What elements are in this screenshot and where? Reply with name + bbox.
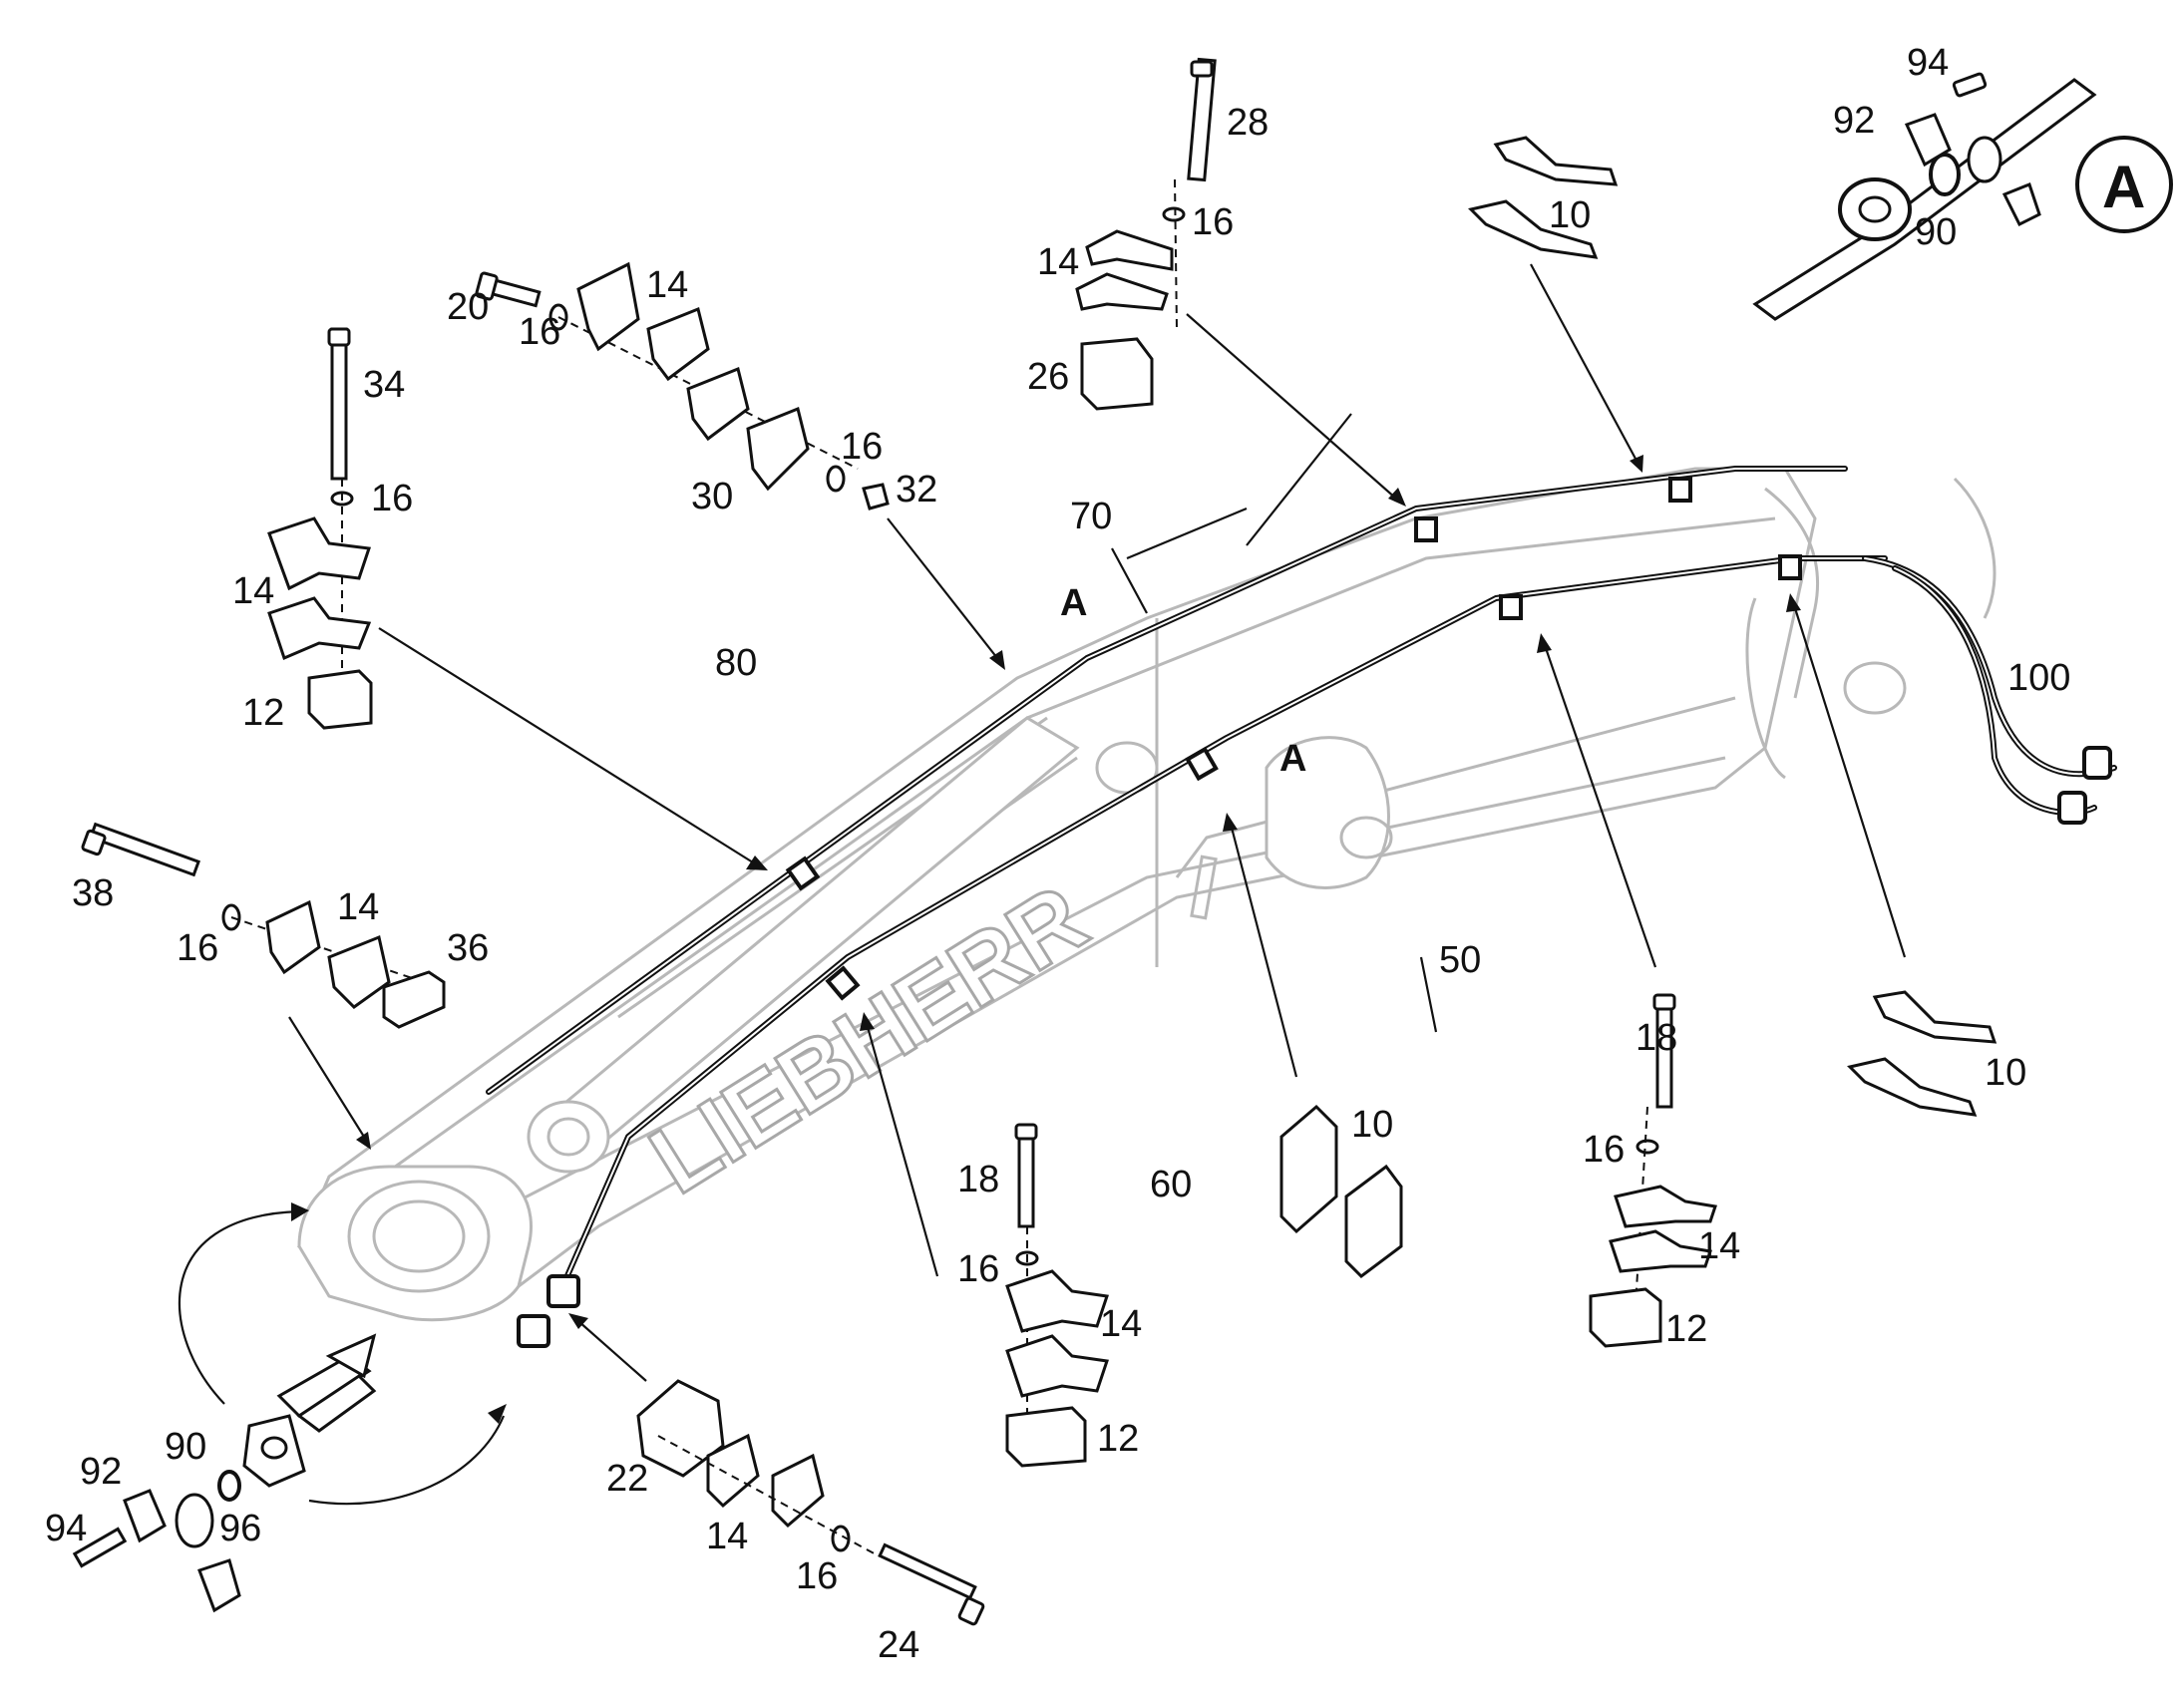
part-label-16: 16 (841, 426, 883, 468)
part-label-16: 16 (519, 311, 560, 353)
part-label-96: 96 (219, 1508, 261, 1549)
part-label-16: 16 (796, 1555, 838, 1597)
part-labels: 28 16 14 26 10 94 92 90 20 14 16 16 30 3… (45, 42, 2070, 1666)
leader-lines (179, 263, 1907, 1506)
hardware-parts: A (72, 57, 2173, 1626)
part-label-14: 14 (337, 886, 379, 928)
part-label-28: 28 (1227, 102, 1269, 144)
part-label-36: 36 (447, 927, 489, 969)
part-label-94: 94 (45, 1508, 87, 1549)
part-label-80: 80 (715, 642, 757, 684)
part-label-50: 50 (1439, 939, 1481, 981)
part-label-10: 10 (1351, 1104, 1393, 1146)
part-label-26: 26 (1027, 356, 1069, 398)
view-marker-a-lower: A (1279, 738, 1306, 780)
part-label-12: 12 (1097, 1418, 1139, 1460)
view-markers: A A (1060, 582, 1306, 780)
part-label-12: 12 (1665, 1308, 1707, 1350)
part-label-30: 30 (691, 476, 733, 517)
part-label-90: 90 (165, 1426, 206, 1468)
part-label-38: 38 (72, 872, 114, 914)
part-label-14: 14 (1100, 1303, 1142, 1345)
part-label-90: 90 (1915, 211, 1957, 253)
part-label-14: 14 (1037, 241, 1079, 283)
part-label-10: 10 (1985, 1052, 2026, 1094)
part-label-18: 18 (957, 1159, 999, 1200)
part-label-16: 16 (1583, 1129, 1625, 1171)
boom-structure: LIEBHERR (297, 467, 1997, 1322)
part-label-16: 16 (177, 927, 218, 969)
part-label-12: 12 (242, 692, 284, 734)
part-label-32: 32 (896, 469, 937, 511)
part-label-100: 100 (2007, 657, 2070, 699)
part-label-22: 22 (606, 1458, 648, 1500)
part-label-16: 16 (1192, 201, 1234, 243)
part-label-16: 16 (957, 1248, 999, 1290)
part-label-24: 24 (878, 1624, 919, 1666)
part-label-92: 92 (1833, 100, 1875, 142)
detail-a-callout: A (2102, 154, 2145, 220)
part-label-60: 60 (1150, 1164, 1192, 1205)
part-label-18: 18 (1635, 1017, 1677, 1059)
view-marker-a-upper: A (1060, 582, 1087, 624)
part-label-16: 16 (371, 478, 413, 519)
part-label-14: 14 (1698, 1225, 1740, 1267)
part-label-14: 14 (646, 264, 688, 306)
part-label-34: 34 (363, 364, 405, 406)
part-label-94: 94 (1907, 42, 1949, 84)
part-label-14: 14 (232, 570, 274, 612)
part-label-20: 20 (447, 286, 489, 328)
hydraulic-lines (486, 466, 2117, 1348)
part-label-10: 10 (1549, 194, 1591, 236)
part-label-14: 14 (706, 1516, 748, 1557)
part-label-70: 70 (1070, 496, 1112, 537)
part-label-92: 92 (80, 1451, 122, 1493)
